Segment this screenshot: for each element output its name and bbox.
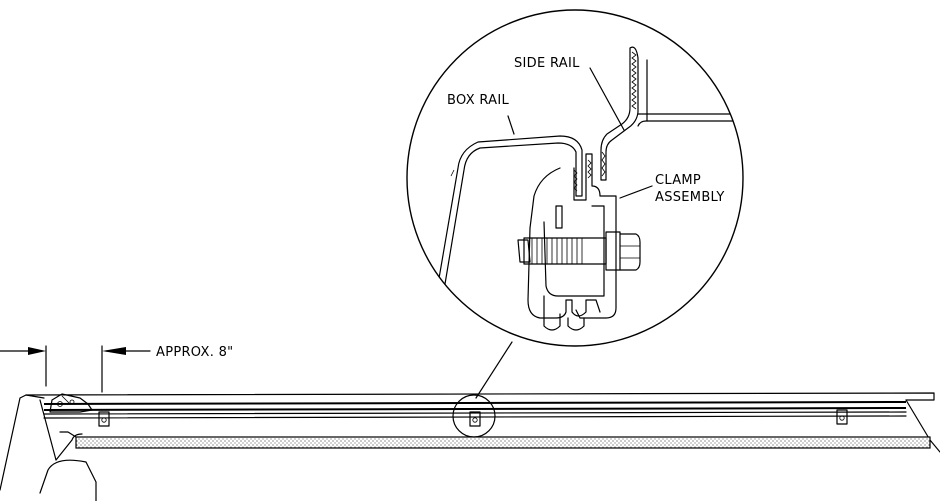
detail-connector-line: [475, 341, 513, 399]
clamp-bracket: [98, 411, 110, 427]
clamp-bracket: [469, 411, 481, 427]
side-rail-label: SIDE RAIL: [514, 56, 580, 71]
truck-bed: [0, 392, 940, 501]
clamp-leader: [619, 185, 653, 199]
dimension-annotation: APPROX. 8": [0, 345, 233, 393]
bolt-shape: [517, 231, 641, 271]
dimension-label: APPROX. 8": [156, 345, 233, 360]
box-rail-leader: [507, 115, 515, 135]
detail-view: SIDE RAIL BOX RAIL CLAMP ASSEMBLY: [406, 9, 744, 399]
clamp-assembly-shape: [527, 153, 617, 331]
box-rail-label: BOX RAIL: [447, 93, 509, 108]
side-rail-leader: [589, 67, 625, 131]
box-rail-strip: [75, 436, 931, 449]
detail-circle: [406, 9, 744, 347]
clamp-bracket: [836, 409, 848, 425]
clamp-label-line2: ASSEMBLY: [655, 190, 725, 205]
latch-mechanism: [49, 393, 93, 413]
detail-callout-circle: [452, 394, 496, 438]
clamp-label-line1: CLAMP: [655, 173, 701, 188]
